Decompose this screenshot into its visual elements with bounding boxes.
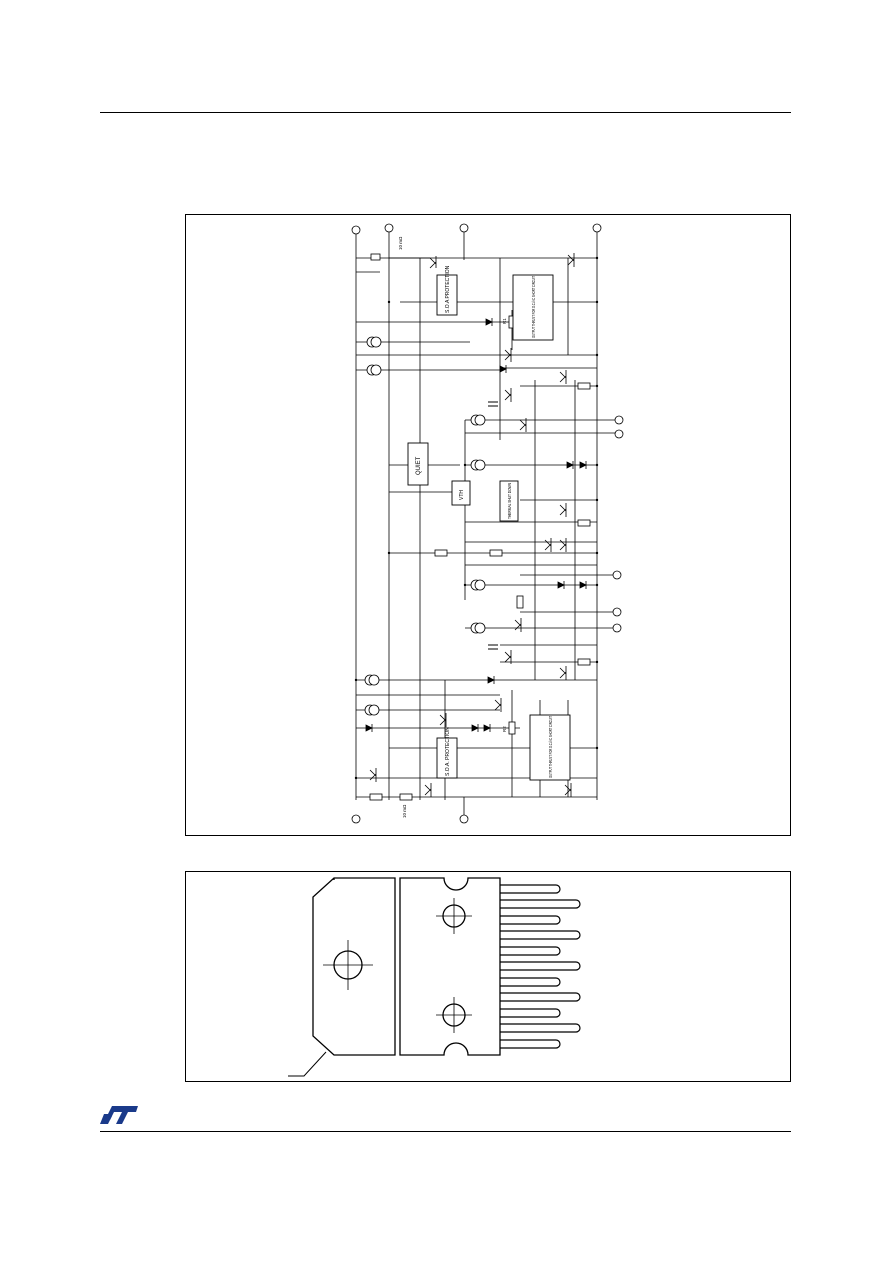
footer-rule [100,1131,791,1132]
header-rule [100,112,791,113]
block-diagram-frame [185,214,791,836]
st-logo-icon [100,1106,138,1124]
package-frame [185,871,791,1082]
